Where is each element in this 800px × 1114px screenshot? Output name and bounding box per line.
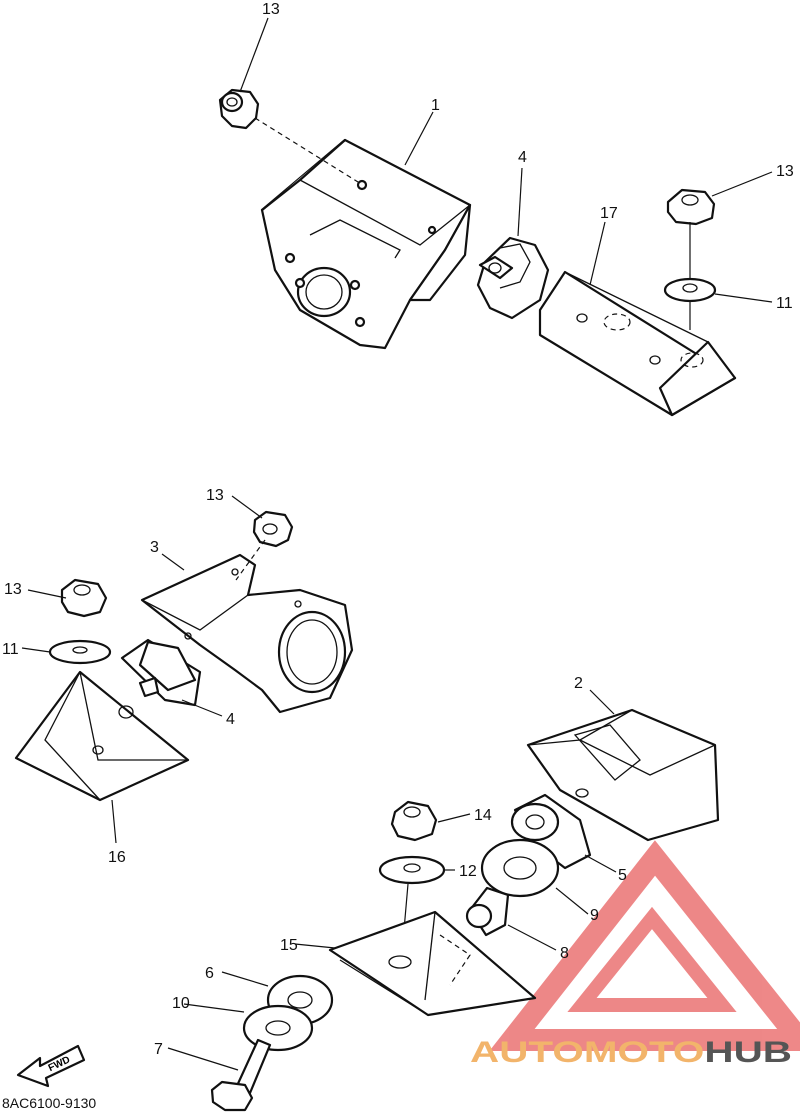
callout-labels: 13 1 4 17 13 11 13 3 13 11 4 16 2 14 12 … [2, 1, 794, 1058]
callout-3: 3 [150, 539, 159, 556]
callout-13-left: 13 [4, 581, 22, 598]
part-16-bracket [14, 670, 190, 802]
part-11-washer-upper-right [663, 277, 717, 303]
callout-14: 14 [474, 807, 492, 824]
callout-17: 17 [600, 205, 618, 222]
part-13-nut-mid [252, 510, 294, 548]
leader-lines [21, 17, 773, 1071]
callout-13-top: 13 [262, 1, 280, 18]
part-8-collar [465, 886, 510, 937]
watermark-triangle-outer [489, 840, 800, 1051]
watermark-brand-prefix: AUTOMOTO [470, 1036, 704, 1069]
part-9-washer [480, 838, 560, 898]
callout-6: 6 [205, 965, 214, 982]
callout-12: 12 [459, 863, 477, 880]
callout-15: 15 [280, 937, 298, 954]
part-4-rubber-mount-lower [120, 638, 202, 707]
watermark-logo [489, 840, 800, 1051]
fwd-arrow-icon: FWD [16, 1044, 86, 1088]
callout-1: 1 [431, 97, 440, 114]
part-10-washer [242, 1004, 314, 1052]
part-7-bolt [210, 1038, 272, 1112]
callout-2: 2 [574, 675, 583, 692]
callout-9: 9 [590, 907, 599, 924]
callout-5: 5 [618, 867, 627, 884]
watermark-brand-suffix: HUB [704, 1036, 792, 1069]
part-4-rubber-mount-upper [476, 236, 550, 320]
callout-11-left: 11 [2, 641, 19, 658]
callout-16: 16 [108, 849, 126, 866]
callout-13-mid: 13 [206, 487, 224, 504]
callout-7: 7 [154, 1041, 163, 1058]
callout-13-upper-right: 13 [776, 163, 794, 180]
callout-4-upper: 4 [518, 149, 527, 166]
callout-10: 10 [172, 995, 190, 1012]
part-3-bracket [140, 553, 354, 714]
part-13-nut-top [218, 88, 260, 130]
part-2-rear-bracket [526, 708, 720, 842]
part-13-nut-upper-right [666, 188, 716, 226]
diagram-code: 8AC6100-9130 [2, 1095, 96, 1111]
part-13-nut-left [60, 578, 108, 618]
part-14-nut [390, 800, 438, 842]
part-12-washer [378, 855, 446, 885]
watermark-triangle-inner [567, 906, 737, 1012]
part-15-mount-plate [328, 910, 537, 1017]
callout-8: 8 [560, 945, 569, 962]
callout-4-lower: 4 [226, 711, 235, 728]
part-1-front-bracket [260, 138, 472, 350]
callout-11-upper-right: 11 [776, 295, 793, 312]
part-17-bracket [538, 270, 737, 417]
part-11-washer-left [48, 639, 112, 665]
